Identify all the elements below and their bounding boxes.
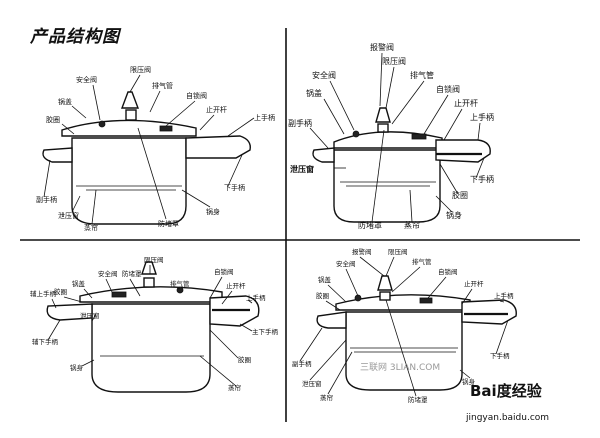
part-label: 副手柄 — [36, 195, 57, 204]
part-label: 排气管 — [412, 257, 432, 266]
part-label: 蒸帘 — [84, 223, 98, 232]
diagram-title: 产品结构图 — [30, 27, 120, 47]
panel-2-labels: 报警阀 限压阀 安全阀 排气管 锅盖 自锁阀 止开杆 副手柄 上手柄 泄压窗 下… — [288, 42, 494, 230]
part-label: 胶圈 — [316, 291, 329, 300]
part-label: 自锁阀 — [436, 84, 460, 94]
part-label: 副手柄 — [288, 118, 312, 128]
part-label: 安全阀 — [336, 259, 356, 268]
part-label: 上手柄 — [254, 113, 275, 122]
part-label: 下手柄 — [490, 351, 510, 360]
part-label: 止开杆 — [454, 98, 478, 108]
part-label: 限压阀 — [130, 65, 151, 74]
panel-1-cooker — [42, 91, 251, 225]
part-label: 排气管 — [170, 279, 190, 288]
watermark-brand: Bai度经验 — [470, 382, 543, 400]
part-label: 防堵罩 — [158, 219, 179, 228]
part-label: 锅身 — [462, 377, 476, 386]
part-label: 蒸帘 — [228, 383, 242, 392]
part-label: 锅身 — [70, 363, 84, 372]
part-label: 限压阀 — [144, 255, 164, 264]
part-label: 安全阀 — [98, 269, 118, 278]
part-label: 上手柄 — [246, 293, 266, 302]
watermark-url: jingyan.baidu.com — [465, 413, 549, 423]
part-label: 副手柄 — [292, 359, 312, 368]
part-label: 下手柄 — [470, 174, 494, 184]
part-label: 辅下手柄 — [32, 337, 59, 346]
panel-1-labels: 安全阀 限压阀 排气管 自锁阀 锅盖 上手柄 止开杆 胶圈 下手柄 副手柄 防堵… — [36, 65, 275, 232]
part-label: 报警阀 — [370, 42, 394, 52]
panel-3-cooker — [46, 261, 260, 393]
part-label: 泄压窗 — [80, 311, 100, 320]
part-label: 胶圈 — [46, 115, 60, 124]
part-label: 锅盖 — [58, 97, 72, 106]
part-label: 止开杆 — [206, 105, 227, 114]
part-label: 止开杆 — [226, 281, 246, 290]
panel-4-cooker — [316, 275, 517, 391]
panel-2-cooker — [312, 107, 491, 223]
part-label: 锅盖 — [306, 88, 322, 98]
part-label: 上手柄 — [494, 291, 514, 300]
part-label: 安全阀 — [76, 75, 97, 84]
part-label: 止开杆 — [464, 279, 484, 288]
part-label: 胶圈 — [238, 355, 251, 364]
part-label: 自锁阀 — [214, 267, 234, 276]
part-label: 胶圈 — [54, 287, 67, 296]
part-label: 限压阀 — [382, 57, 406, 66]
part-label: 防堵罩 — [358, 220, 382, 230]
part-label: 泄压窗 — [302, 379, 322, 388]
panel-3-labels: 安全阀 防堵罩 限压阀 排气管 自锁阀 锅盖 胶圈 止开杆 上手柄 辅上手柄 泄… — [30, 255, 279, 392]
part-label: 锅身 — [206, 207, 220, 216]
part-label: 自锁阀 — [186, 91, 207, 100]
part-label: 防堵罩 — [122, 269, 142, 278]
panel-4-labels: 报警阀 限压阀 排气管 安全阀 自锁阀 锅盖 止开杆 胶圈 上手柄 副手柄 下手… — [292, 247, 514, 404]
part-label: 锅盖 — [72, 279, 86, 288]
part-label: 泄压窗 — [290, 164, 314, 174]
part-label: 限压阀 — [388, 247, 408, 256]
part-label: 上手柄 — [470, 112, 494, 122]
part-label: 锅盖 — [318, 275, 332, 284]
watermark-3lian: 三联网 3LIAN.COM — [360, 362, 440, 373]
part-label: 主下手柄 — [252, 327, 279, 336]
part-label: 报警阀 — [352, 247, 372, 256]
part-label: 排气管 — [410, 70, 434, 80]
part-label: 下手柄 — [224, 183, 245, 192]
part-label: 安全阀 — [312, 70, 336, 80]
part-label: 蒸帘 — [320, 393, 334, 402]
part-label: 防堵罩 — [408, 395, 428, 404]
part-label: 泄压窗 — [58, 211, 79, 220]
part-label: 排气管 — [152, 81, 173, 90]
part-label: 自锁阀 — [438, 267, 458, 276]
part-label: 蒸帘 — [404, 220, 420, 230]
part-label: 辅上手柄 — [30, 289, 57, 298]
part-label: 锅身 — [446, 210, 462, 220]
part-label: 胶圈 — [452, 190, 468, 200]
